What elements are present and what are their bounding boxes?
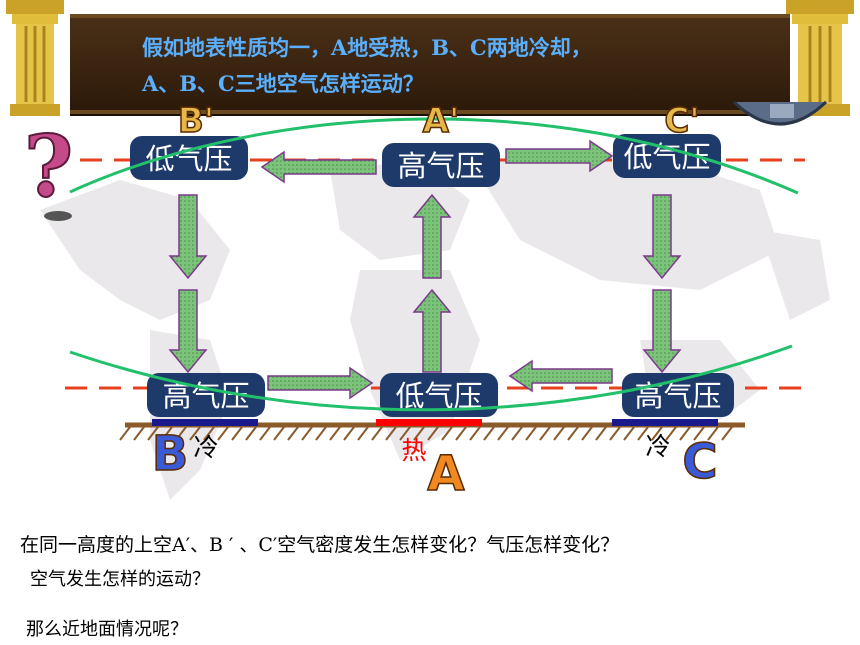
ground-label-A: 热 [401, 436, 426, 465]
ground-label-C: 冷 [645, 432, 670, 461]
arrow-C-down-2 [642, 289, 682, 374]
ground-point-A: A [427, 446, 464, 502]
question-3: 那么近地面情况呢？ [26, 619, 188, 640]
upper-point-A: A' [423, 101, 460, 141]
banner-line-2: A、B、C三地空气怎样运动？ [142, 71, 424, 96]
cold-bar-C [612, 419, 718, 426]
lower-center-pressure-box [380, 373, 498, 417]
svg-text:?: ? [24, 118, 73, 216]
lower-center-pressure-label: 低气压 [395, 379, 482, 413]
question-1: 在同一高度的上空A′、B ′ 、C′空气密度发生怎样变化？气压怎样变化？ [20, 534, 620, 556]
arrow-C-down-1 [642, 194, 682, 280]
pillar-right-icon [786, 0, 854, 116]
banner-title: 假如地表性质均一，A地受热，B、C两地冷却， A、B、C三地空气怎样运动？ [142, 30, 782, 102]
lower-left-pressure-label: 高气压 [162, 379, 249, 413]
question-2: 空气发生怎样的运动？ [30, 569, 210, 590]
lower-left-pressure-box [147, 373, 265, 417]
lower-right-pressure-label: 高气压 [634, 379, 721, 413]
upper-center-pressure-box [382, 143, 500, 187]
upper-isobar-curve [69, 117, 799, 195]
upper-left-pressure-box [130, 136, 248, 180]
arrow-upper-to-B [260, 150, 377, 184]
lower-isobar-curve [69, 344, 793, 412]
upper-center-pressure-label: 高气压 [397, 149, 484, 183]
pillar-left-icon [6, 0, 64, 116]
arrow-upper-to-C [505, 139, 614, 173]
ground-label-B: 冷 [193, 433, 218, 462]
arrow-lower-from-C [508, 359, 613, 393]
ground-point-B: B [152, 426, 189, 482]
arrow-B-down-2 [168, 289, 208, 374]
arrow-lower-from-B [267, 366, 374, 400]
upper-point-C: C' [664, 101, 699, 141]
banner-line-1: 假如地表性质均一，A地受热，B、C两地冷却， [142, 35, 592, 60]
ground-hatching [119, 426, 733, 441]
title-banner [70, 14, 790, 114]
upper-right-pressure-box [613, 134, 721, 178]
arrow-A-up-1 [412, 193, 452, 279]
globe-decoration-icon [732, 100, 828, 126]
hot-bar-A [376, 419, 482, 426]
ground-point-C: C [682, 434, 717, 490]
lower-right-pressure-box [622, 373, 734, 417]
arrow-B-down-1 [168, 194, 208, 280]
cold-bar-B [152, 419, 258, 426]
upper-point-B: B' [178, 101, 214, 141]
question-mark-icon: ? [23, 118, 74, 221]
arrow-A-up-2 [412, 288, 452, 373]
